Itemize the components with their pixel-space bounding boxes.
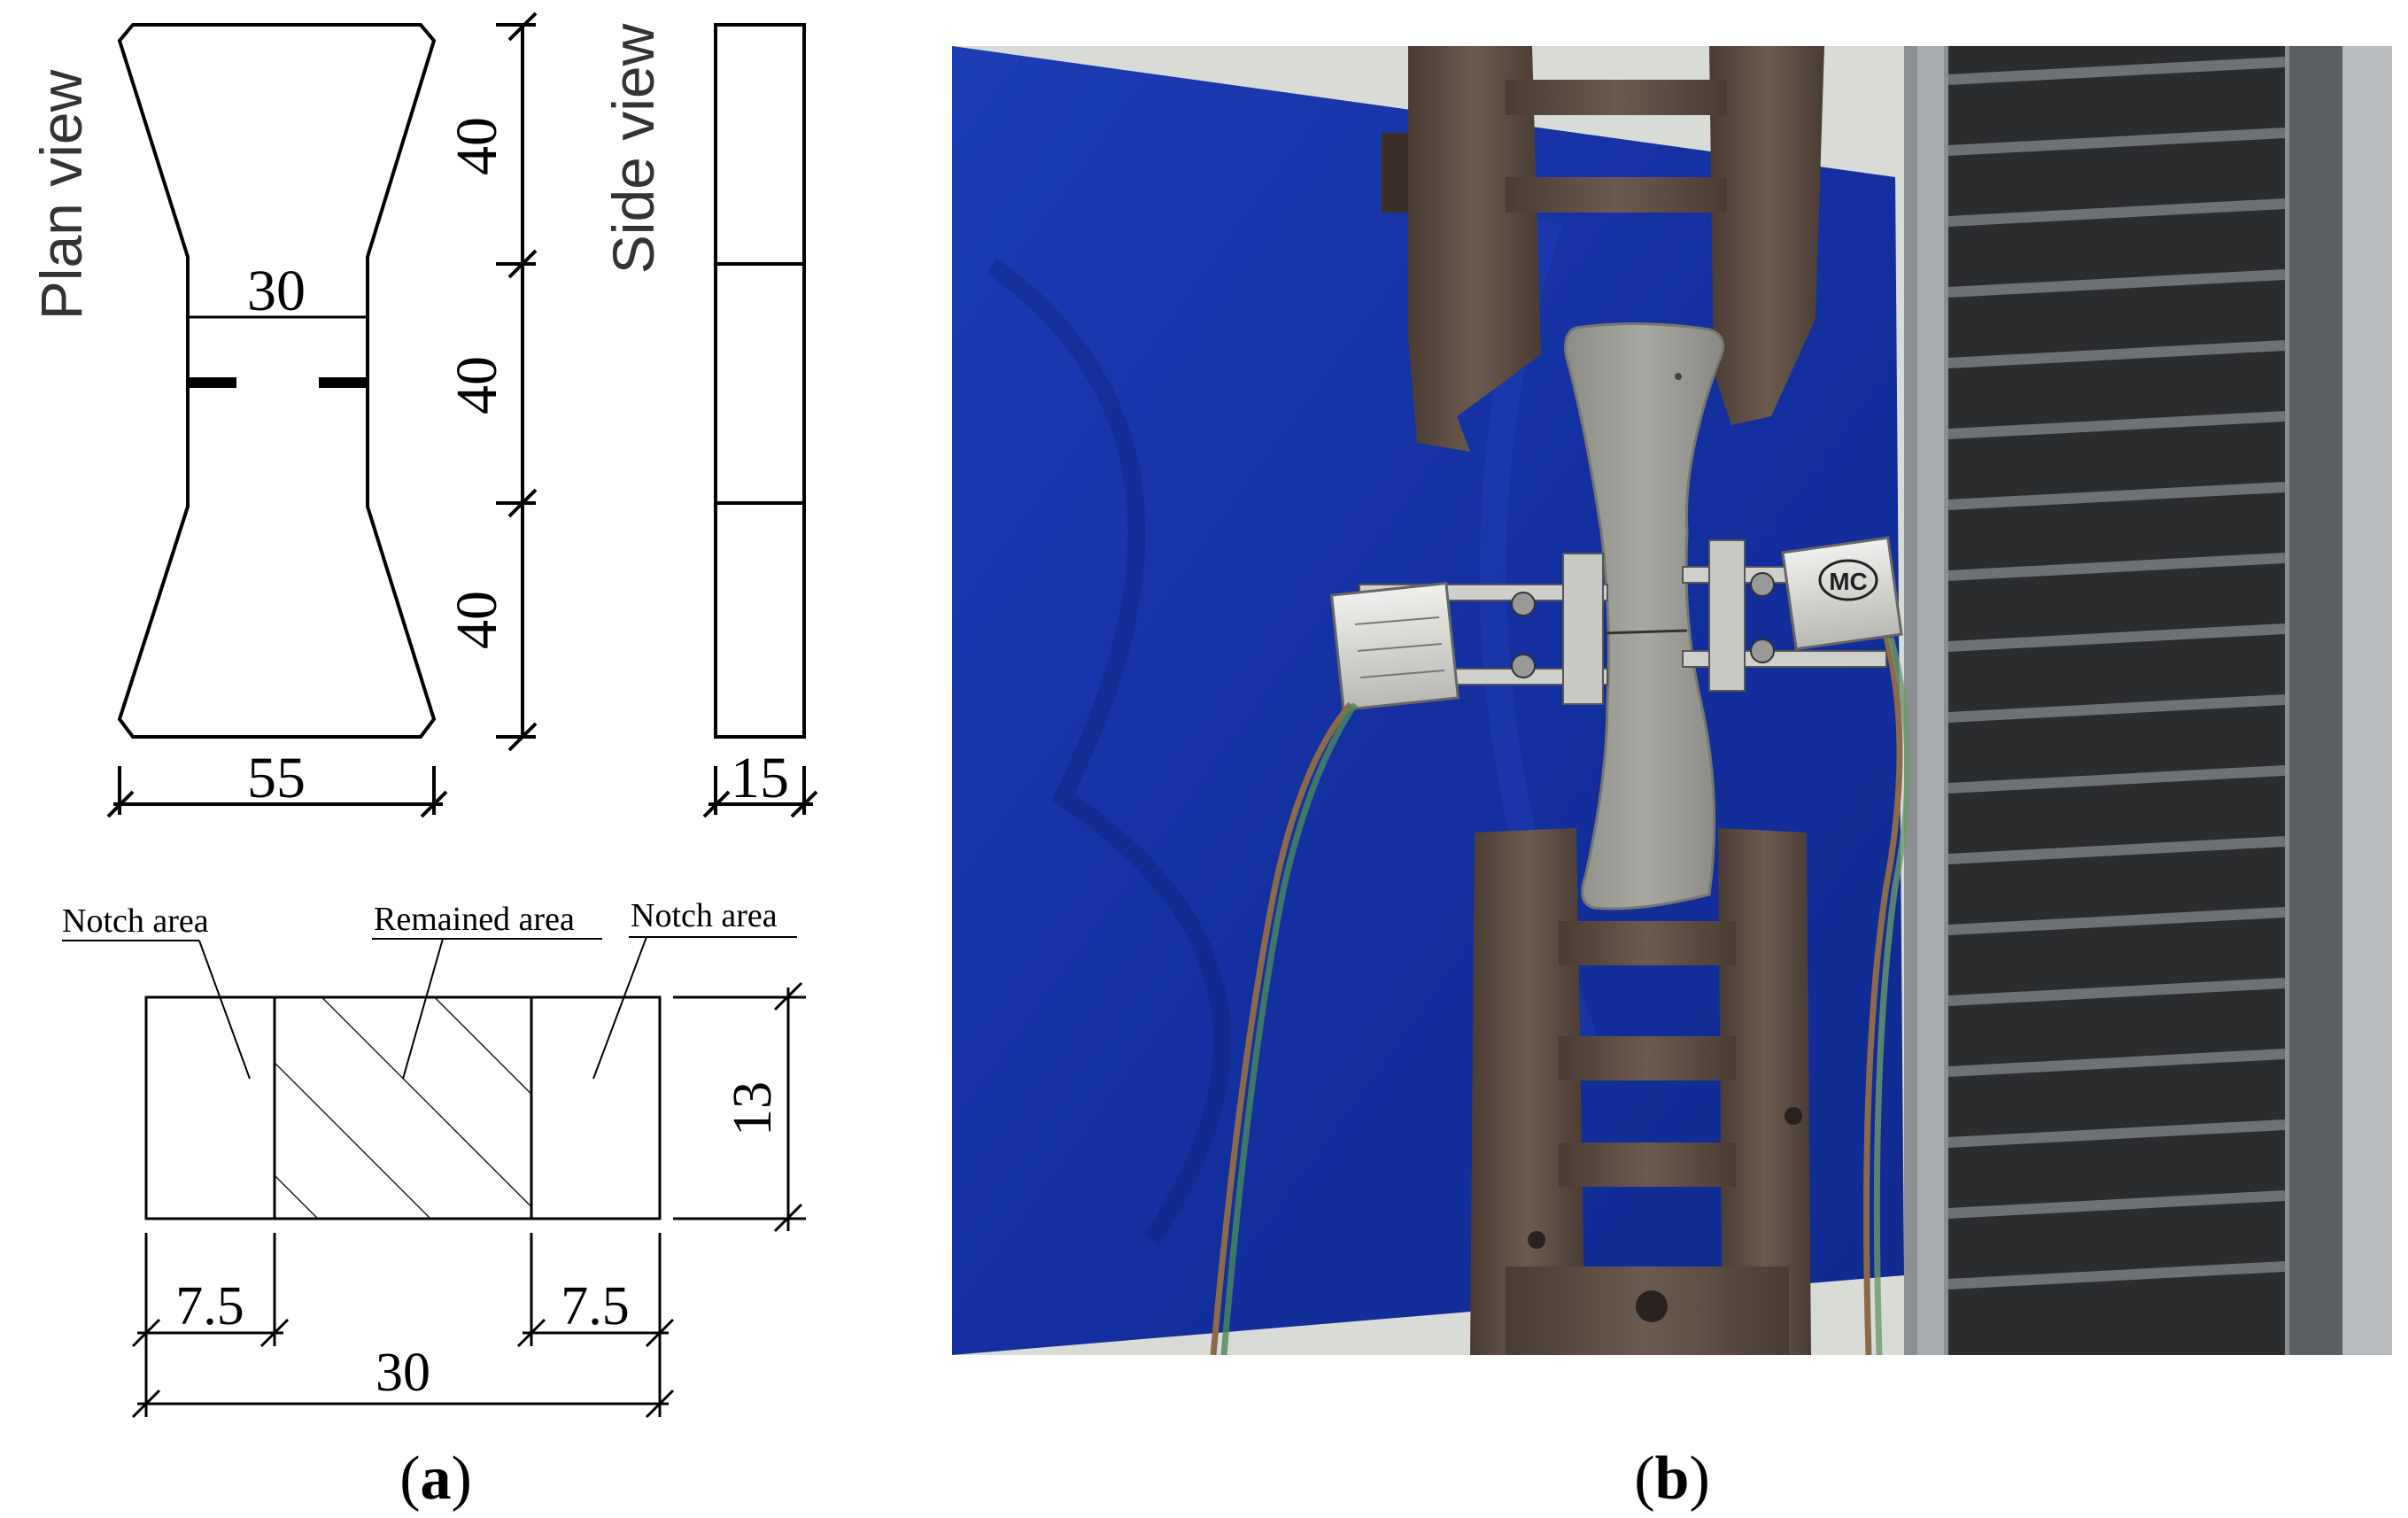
dim-section-total: 30: [376, 1343, 430, 1403]
panel-b-photo: MC (b): [952, 46, 2392, 1513]
plan-view-outline: [117, 23, 437, 739]
caption-a: (a): [399, 1444, 472, 1513]
dim-thickness: 15: [731, 746, 789, 810]
remained-area-label: Remained area: [374, 901, 575, 938]
caption-b: (b): [1634, 1444, 1710, 1513]
plan-vertical-dimension: [496, 12, 538, 752]
side-view-label: Side view: [600, 23, 666, 274]
caption-b-letter: b: [1655, 1444, 1690, 1513]
side-thickness-dimension: [702, 766, 818, 818]
dim-segment-2: 40: [445, 356, 509, 414]
notch-left: [188, 377, 236, 388]
mc-logo-text: MC: [1829, 568, 1868, 595]
lower-grip: [1470, 828, 1811, 1355]
testing-machine-frame: [1904, 46, 2392, 1355]
mc-logo-badge: [1818, 559, 1878, 601]
plan-width-dimension: [106, 766, 448, 818]
dim-total-width: 55: [247, 746, 306, 810]
extensometer-right: MC: [1682, 536, 1903, 692]
section-leaders: [62, 936, 797, 1080]
specimen-crack: [1600, 629, 1688, 635]
dim-section-height: 13: [723, 1081, 783, 1136]
gauge-cables: [1210, 637, 1911, 1355]
caption-a-letter: a: [421, 1444, 452, 1513]
notch-area-label-right: Notch area: [631, 897, 778, 934]
plan-view-drawing: [117, 23, 437, 739]
panel-a: Plan view 30 40 40 40 55 Side view: [28, 12, 818, 1513]
notch-area-label-left: Notch area: [62, 902, 209, 940]
section-height-dimension: [673, 981, 806, 1233]
dim-segment-1: 40: [445, 117, 509, 175]
upper-grip: [1382, 46, 1824, 452]
dim-notch-left: 7.5: [175, 1276, 244, 1336]
notch-right: [319, 377, 368, 388]
extensometer-left: [1329, 553, 1608, 712]
plan-view-label: Plan view: [28, 69, 94, 320]
side-view-drawing: [714, 23, 806, 739]
dim-neck-width: 30: [247, 259, 306, 323]
cross-section-drawing: [144, 995, 662, 1220]
section-width-dimensions: [131, 1233, 675, 1419]
dim-notch-right: 7.5: [561, 1276, 630, 1336]
dogbone-specimen: [1564, 321, 1725, 910]
dim-segment-3: 40: [445, 591, 509, 649]
